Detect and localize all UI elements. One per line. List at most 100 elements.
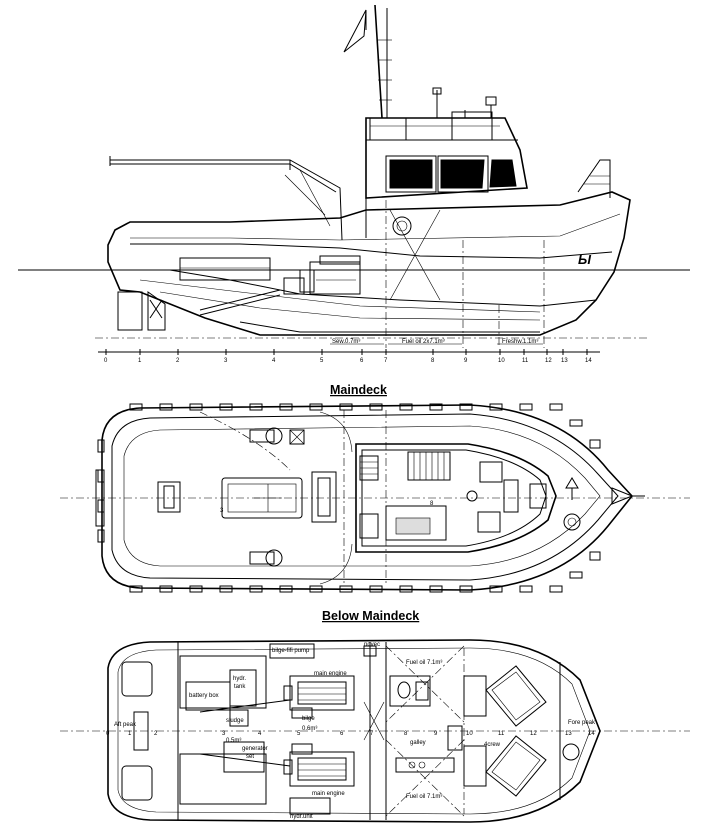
fender bbox=[189, 403, 203, 411]
fore-peak-label: Fore peak bbox=[568, 720, 596, 726]
window-3 bbox=[489, 159, 517, 188]
below-frame-number: 2 bbox=[154, 731, 158, 737]
bow-bollard bbox=[529, 483, 547, 509]
main-engine-top bbox=[283, 675, 355, 711]
aft-peak-label: Aft peak bbox=[114, 722, 137, 728]
locker-top bbox=[463, 675, 487, 717]
below-frame-number: 8 bbox=[404, 731, 408, 737]
fender bbox=[549, 403, 563, 411]
fuel-bottom-label: Fuel oil 7.1m³ bbox=[406, 794, 442, 800]
bunk-1 bbox=[485, 665, 547, 727]
fender bbox=[159, 585, 173, 593]
fender bbox=[97, 499, 105, 513]
life-ring-icon bbox=[392, 216, 412, 236]
fender bbox=[309, 585, 323, 593]
fender bbox=[369, 585, 383, 593]
fender bbox=[219, 403, 233, 411]
fender bbox=[97, 439, 105, 453]
anchor-winch bbox=[563, 513, 581, 531]
frame-number: 0 bbox=[104, 358, 108, 364]
frame-number: 5 bbox=[320, 358, 324, 364]
frame-label-3: 3 bbox=[220, 508, 224, 514]
below-frame-number: 3 bbox=[222, 731, 226, 737]
galley-counter bbox=[395, 757, 455, 773]
tank-cross bbox=[389, 209, 441, 301]
bollard-aft bbox=[157, 481, 181, 513]
fender bbox=[279, 585, 293, 593]
battery-box-label: battery box bbox=[189, 693, 219, 699]
window-2 bbox=[440, 159, 485, 189]
maindeck-title: Maindeck bbox=[330, 383, 387, 397]
bilge-fifi-pump bbox=[269, 643, 315, 659]
fender bbox=[309, 403, 323, 411]
below-frame-number: 0 bbox=[106, 731, 110, 737]
wheelhouse bbox=[365, 117, 528, 199]
below-frame-number: 4 bbox=[258, 731, 262, 737]
side-profile: Ы Sew.0.7m³ Fuel oil 2x7.1m³ Freshw.1.1m… bbox=[18, 4, 690, 364]
fender bbox=[339, 585, 353, 593]
hydraulic-tank-profile bbox=[179, 257, 271, 281]
fender bbox=[489, 585, 503, 593]
main-engine-profile bbox=[199, 255, 361, 316]
fender bbox=[399, 585, 413, 593]
hatch bbox=[221, 477, 303, 519]
bow-fairlead bbox=[611, 487, 634, 505]
galley-label: galley bbox=[410, 740, 426, 746]
crew-label: 4crew bbox=[484, 742, 501, 748]
fender bbox=[129, 585, 143, 593]
sludge-label-2: 0.5m³ bbox=[226, 738, 241, 744]
rudder bbox=[117, 291, 143, 331]
fender bbox=[519, 585, 533, 593]
fender bbox=[369, 403, 383, 411]
freshwater-tank-label: Freshw.1.1m³ bbox=[502, 339, 538, 345]
locker-bottom bbox=[463, 745, 487, 787]
console-top bbox=[479, 461, 503, 483]
frame-number: 10 bbox=[498, 358, 505, 364]
frame-number: 12 bbox=[545, 358, 552, 364]
novec-label: novec bbox=[364, 642, 380, 648]
frame-number: 13 bbox=[561, 358, 568, 364]
below-frame-number: 12 bbox=[530, 731, 537, 737]
main-engine-bottom bbox=[283, 751, 355, 787]
window-1 bbox=[389, 159, 433, 189]
below-maindeck-title: Below Maindeck bbox=[322, 609, 419, 623]
fender bbox=[429, 403, 443, 411]
fender bbox=[159, 403, 173, 411]
frame-number: 6 bbox=[360, 358, 364, 364]
fender bbox=[189, 585, 203, 593]
mast bbox=[374, 4, 383, 119]
below-frame-number: 6 bbox=[340, 731, 344, 737]
hydraulic-tank-label-1: hydr. bbox=[233, 676, 246, 682]
helm-chair bbox=[466, 490, 478, 502]
below-frame-number: 10 bbox=[466, 731, 473, 737]
hydr-unit-label: hydr.unit bbox=[290, 814, 313, 820]
chain-locker bbox=[562, 743, 580, 761]
below-frame-number: 11 bbox=[498, 731, 505, 737]
fender bbox=[459, 585, 473, 593]
fender bbox=[339, 403, 353, 411]
deckhouse-plan bbox=[355, 443, 557, 553]
fender bbox=[129, 403, 143, 411]
generator-label-1: generator bbox=[242, 746, 268, 752]
fender bbox=[429, 585, 443, 593]
fender bbox=[589, 551, 601, 561]
a-frame bbox=[110, 159, 343, 241]
frame-number: 2 bbox=[176, 358, 180, 364]
below-maindeck-plan: Aft peak battery box hydr. tank sludge 0… bbox=[60, 639, 690, 823]
frame-number: 14 bbox=[585, 358, 592, 364]
hydraulic-tank-label-2: tank bbox=[234, 684, 246, 690]
fenders bbox=[97, 403, 601, 593]
sewage-tank-label: Sew.0.7m³ bbox=[332, 339, 360, 345]
generator-label-2: set bbox=[246, 754, 254, 760]
fuel-top-label: Fuel oil 7.1m³ bbox=[406, 660, 442, 666]
main-engine-bottom-label: main engine bbox=[312, 791, 345, 797]
fender bbox=[97, 529, 105, 543]
bilge-volume-label: 0.6m³ bbox=[302, 726, 317, 732]
main-engine-top-label: main engine bbox=[314, 671, 347, 677]
winch-bottom bbox=[265, 549, 283, 567]
stair-upper bbox=[407, 451, 451, 481]
hull-profile bbox=[107, 191, 631, 336]
fender bbox=[279, 403, 293, 411]
flag-icon bbox=[343, 9, 367, 53]
fender bbox=[97, 469, 105, 483]
